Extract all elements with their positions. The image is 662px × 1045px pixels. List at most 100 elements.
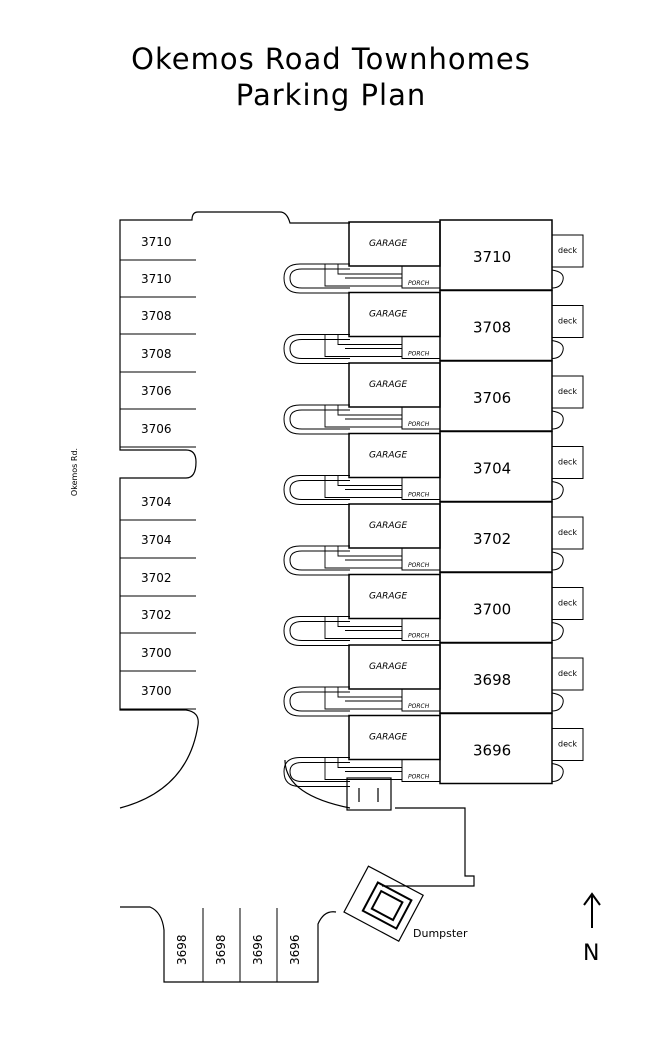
porch-label: PORCH [408,421,430,428]
unit-number: 3696 [473,742,511,760]
deck-step [551,551,564,571]
garage-label: GARAGE [369,521,408,531]
road-label: Okemos Rd. [70,448,79,496]
garage-label: GARAGE [369,451,408,461]
west-stall-group: 3710371037083708370637063704370437023702… [120,235,196,710]
porch-label: PORCH [408,280,430,287]
deck-box [551,516,584,550]
landscape-island [283,475,350,505]
plan-subtitle: Parking Plan [235,78,427,112]
deck-box [551,234,584,268]
west-stall-label: 3700 [141,646,172,660]
deck-box [551,375,584,409]
landscape-island [283,263,350,294]
unit-3702: 3702 GARAGE PORCH deck [283,501,584,576]
landscape-island [283,686,350,717]
deck-step [551,622,564,641]
west-stall-label: 3706 [141,422,172,436]
porch-label: PORCH [408,774,430,781]
west-stall-label: 3706 [141,384,172,398]
deck-label: deck [558,387,577,396]
deck-step [551,692,564,712]
porch-box [401,406,441,430]
deck-label: deck [558,528,577,537]
garage-box [348,573,441,620]
unit-number: 3710 [473,248,511,266]
west-stall-label: 3708 [141,309,172,323]
lot-driveway-edge [284,759,351,809]
deck-box [551,728,584,761]
garage-label: GARAGE [369,733,408,743]
west-stall-label: 3708 [141,347,172,361]
deck-label: deck [558,599,577,608]
walkway [324,334,402,357]
unit-number: 3698 [473,671,511,689]
garage-box [348,362,441,408]
porch-box [401,336,441,359]
dumpster-enclosure [343,865,424,942]
deck-step [551,410,564,430]
plan-title: Okemos Road Townhomes [131,42,531,76]
west-stall-label: 3700 [141,684,172,698]
west-stall-label: 3704 [141,533,172,547]
deck-label: deck [558,246,577,255]
unit-number: 3702 [473,530,511,548]
porch-box [401,618,441,641]
porch-label: PORCH [408,351,430,358]
drive-east-edge [382,807,475,887]
garage-box [348,221,441,267]
garage-label: GARAGE [369,310,408,320]
deck-step [551,481,564,500]
unit-3706: 3706 GARAGE PORCH deck [283,360,584,435]
landscape-island [283,545,350,576]
unit-number: 3706 [473,389,511,407]
unit-3710: 3710 GARAGE PORCH deck [283,219,584,294]
walkway [324,475,402,498]
deck-box [551,587,584,620]
landscape-island [283,334,350,364]
deck-box [551,657,584,691]
porch-box [401,477,441,500]
west-stall-label: 3702 [141,571,172,585]
walkway [324,687,402,710]
deck-label: deck [558,458,577,467]
landscape-island [283,616,350,646]
deck-step [551,269,564,289]
porch-box [401,547,441,571]
south-stall-label: 3698 [214,934,228,965]
south-stall-label: 3698 [175,934,189,965]
north-label: N [583,941,599,966]
unit-number: 3704 [473,460,511,478]
deck-step [551,340,564,359]
west-stall-label: 3702 [141,608,172,622]
deck-label: deck [558,669,577,678]
garage-box [348,714,441,761]
walkway [324,616,402,639]
walkway [324,546,402,569]
south-lot-outline [120,906,337,983]
south-stall-label: 3696 [251,934,265,965]
north-arrow-icon [583,892,601,928]
landscape-island [283,757,350,787]
garage-label: GARAGE [369,239,408,249]
porch-label: PORCH [408,703,430,710]
walkway [324,405,402,428]
lot-outline [119,211,350,809]
porch-label: PORCH [408,562,430,569]
garage-label: GARAGE [369,592,408,602]
south-stall-label: 3696 [288,934,302,965]
porch-box [401,265,441,289]
garage-label: GARAGE [369,380,408,390]
deck-step [551,763,564,782]
unit-3708: 3708 GARAGE PORCH deck [283,289,584,364]
garage-box [348,432,441,479]
garage-label: GARAGE [369,662,408,672]
landscape-island [283,404,350,435]
unit-number: 3708 [473,319,511,337]
deck-label: deck [558,317,577,326]
south-stall-group: 3698 3698 3696 3696 [175,908,302,982]
west-stall-label: 3704 [141,495,172,509]
